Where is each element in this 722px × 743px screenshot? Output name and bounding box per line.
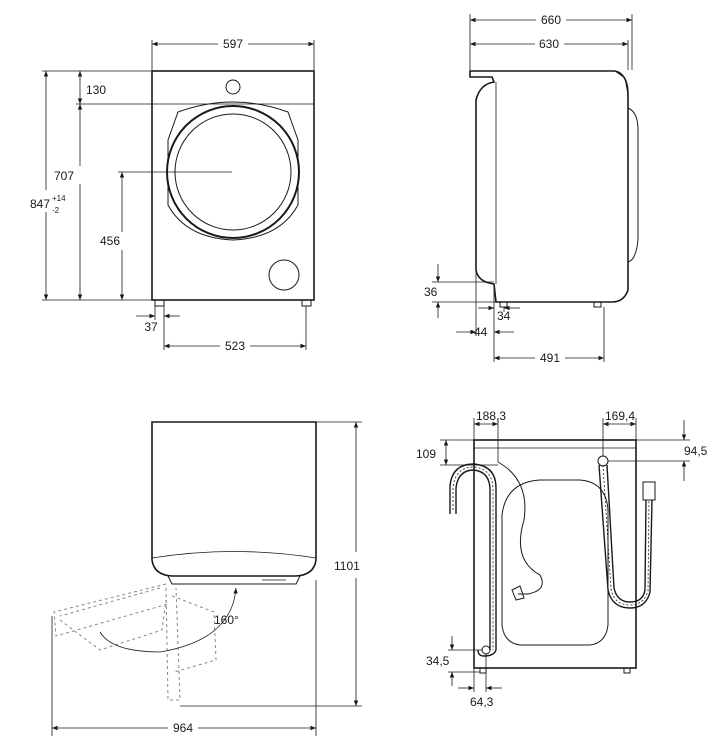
side-front-foot (593, 301, 602, 308)
side-door-profile (627, 107, 639, 263)
door-open-outline (53, 583, 169, 637)
dim-side-foot-inset: 34 (497, 309, 511, 323)
dim-rear-inlet-y: 109 (416, 447, 436, 461)
dim-side-depth-total: 660 (541, 13, 561, 27)
top-door-edge (167, 575, 301, 585)
dim-side-rear-offset: 44 (474, 325, 488, 339)
dim-front-height-tol-plus: +14 (52, 194, 66, 203)
inlet-hose (598, 464, 653, 609)
door-open-window (59, 599, 167, 651)
front-left-foot (154, 299, 165, 307)
door-open-side (165, 587, 181, 701)
power-cord (497, 461, 543, 595)
rear-service-panel (501, 479, 609, 646)
dim-side-foot-depth: 491 (540, 351, 560, 365)
dim-rear-inlet-x: 188,3 (476, 409, 506, 423)
side-view: 660 630 36 34 44 491 (424, 13, 639, 365)
rear-view: 188,3 169,4 109 94,5 34,5 64,3 (416, 409, 708, 709)
front-right-foot (301, 299, 312, 307)
dim-door-height-total: 1101 (334, 559, 360, 573)
side-rear-foot (499, 301, 508, 308)
door-open-view: 160° 1101 964 (51, 421, 362, 736)
drain-hose (455, 469, 491, 650)
door-frame (167, 101, 299, 241)
dim-front-door-height: 707 (54, 169, 74, 183)
top-cabinet (151, 421, 317, 577)
dim-front-width: 597 (223, 37, 243, 51)
door-angle-arc (99, 587, 238, 653)
dim-front-foot-offset: 37 (144, 320, 158, 334)
dim-front-drum-center: 456 (100, 234, 120, 248)
power-plug-icon (511, 585, 525, 601)
dim-side-depth-body: 630 (539, 37, 559, 51)
dim-rear-bottom-hose-x: 64,3 (470, 695, 494, 709)
filter-cover-icon (268, 259, 300, 291)
dim-side-foot-height: 36 (424, 285, 438, 299)
dim-front-height: 847 (30, 197, 50, 211)
program-knob-icon (225, 79, 241, 95)
top-door-seam (151, 551, 317, 559)
rear-right-foot (623, 667, 631, 674)
dim-rear-bottom-hose-y: 34,5 (426, 654, 450, 668)
dim-front-foot-span: 523 (225, 339, 245, 353)
dim-rear-drain-x: 169,4 (605, 409, 635, 423)
side-cabinet (469, 70, 629, 303)
inlet-hose-connector (642, 481, 656, 501)
side-top-lip (614, 70, 629, 96)
dim-door-depth-open: 964 (173, 721, 193, 735)
dim-front-height-tol-minus: -2 (52, 206, 60, 215)
dim-front-top-panel: 130 (86, 83, 106, 97)
dim-rear-drain-y: 94,5 (684, 444, 708, 458)
front-view: 597 130 707 847 +14 -2 456 37 5 (30, 37, 315, 353)
dim-door-angle: 160° (214, 613, 239, 627)
